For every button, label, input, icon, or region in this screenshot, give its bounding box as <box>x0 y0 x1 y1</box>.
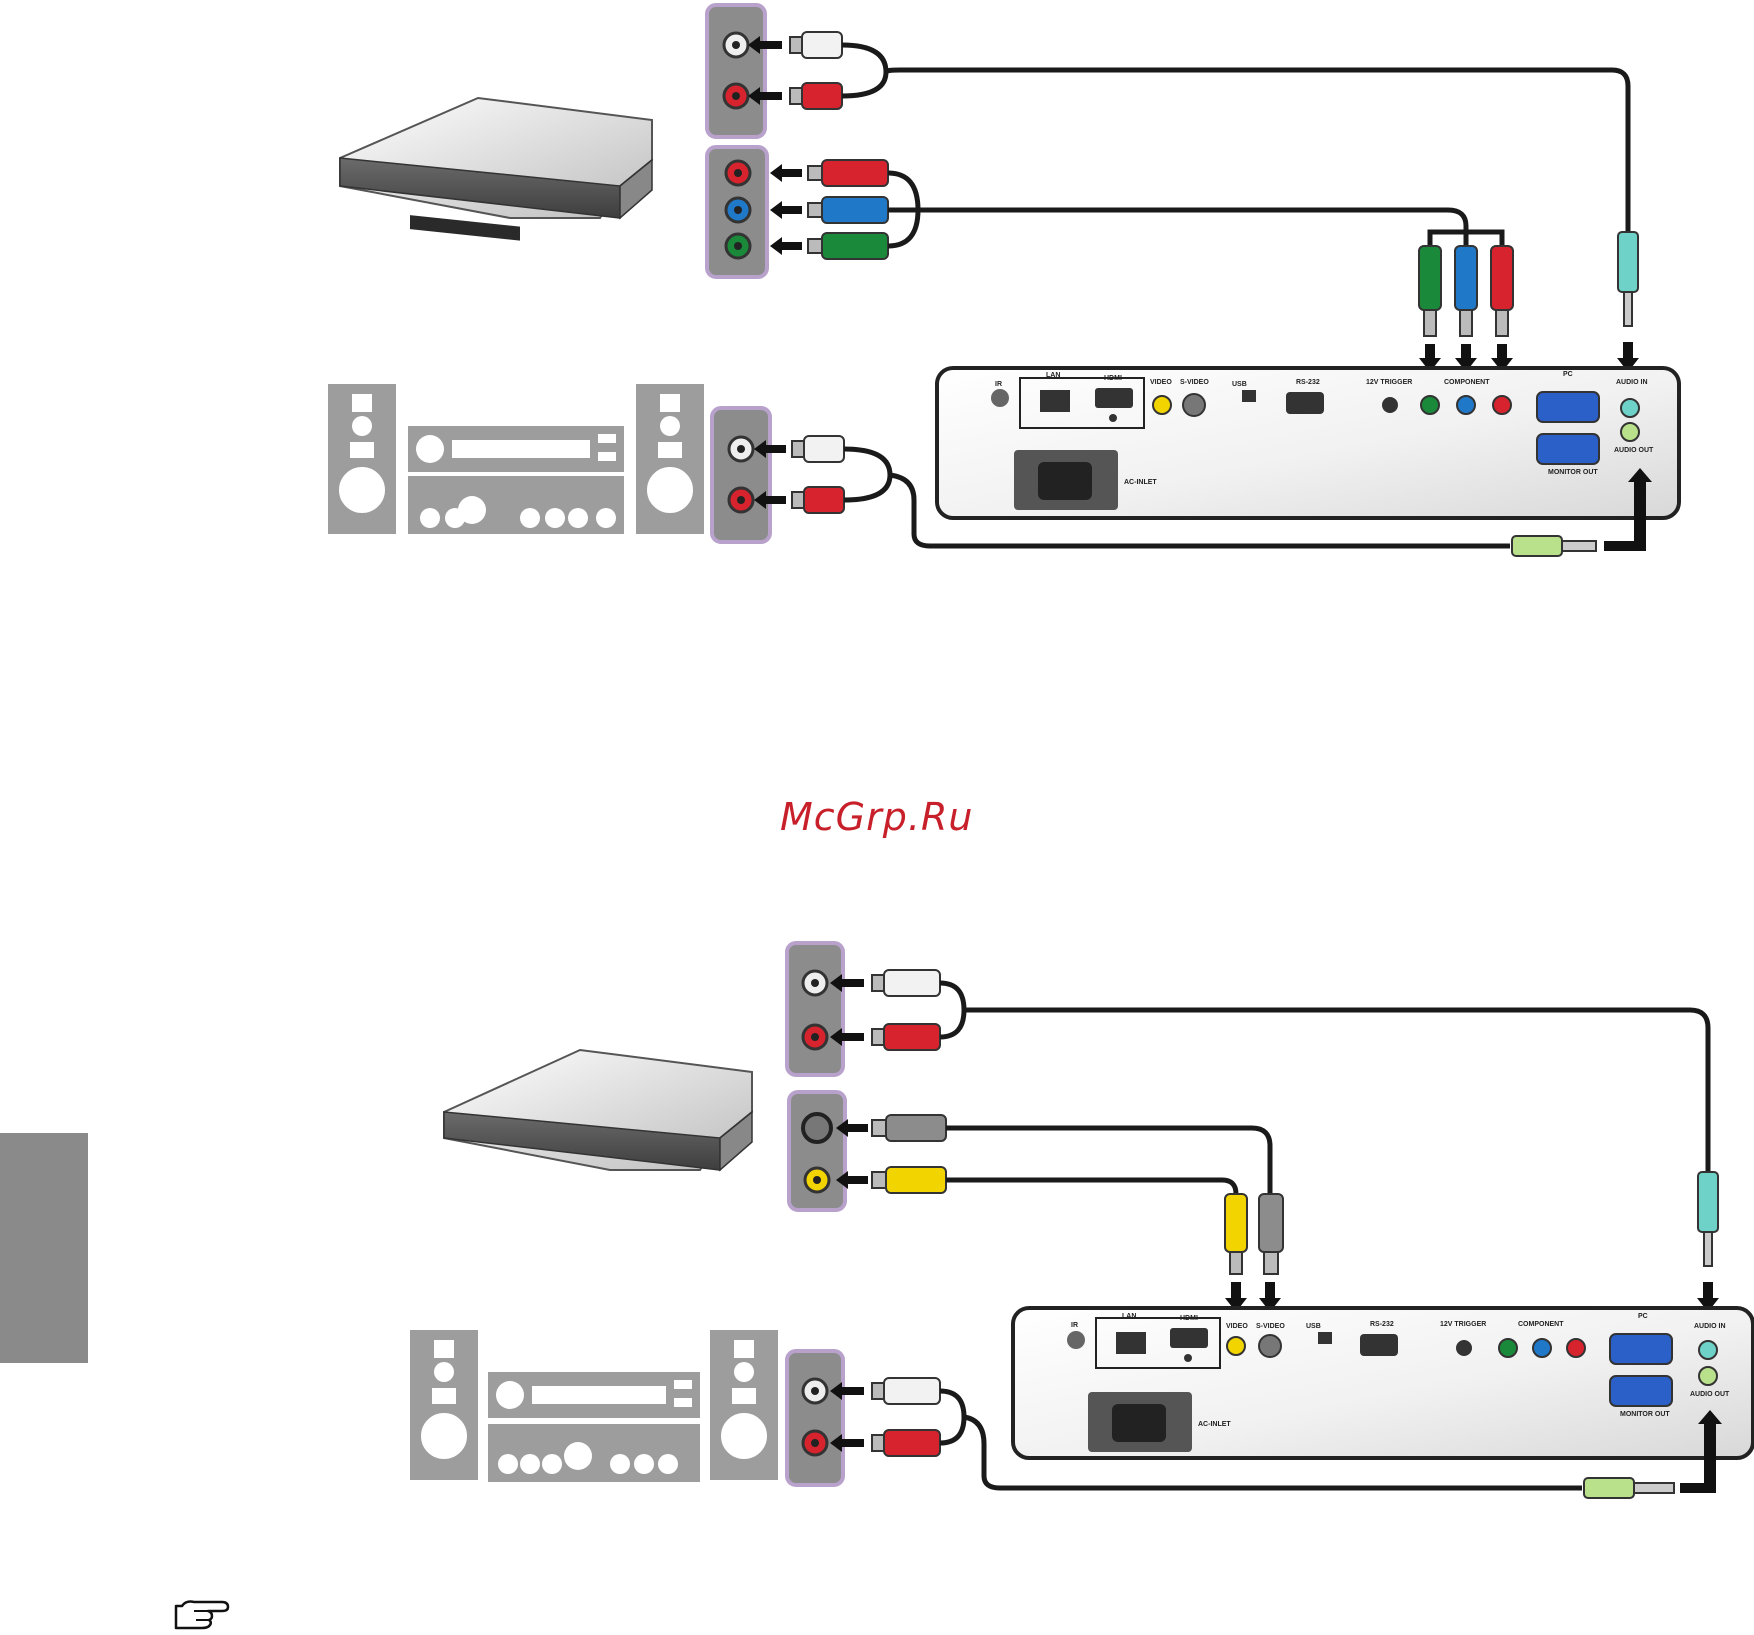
audio-in-label: AUDIO IN <box>1616 379 1648 386</box>
dvd-player-icon <box>340 98 652 241</box>
usb-label-2: USB <box>1306 1323 1321 1330</box>
svideo-label-2: S-VIDEO <box>1256 1323 1285 1330</box>
pc-label-2: PC <box>1638 1313 1648 1320</box>
hdmi-label-2: HDMI <box>1180 1315 1198 1322</box>
hand-point-icon <box>172 1598 236 1630</box>
trigger-label: 12V TRIGGER <box>1366 379 1412 386</box>
audio-out-label: AUDIO OUT <box>1614 447 1654 454</box>
component-label-2: COMPONENT <box>1518 1321 1564 1328</box>
rs232-label-2: RS-232 <box>1370 1321 1394 1328</box>
video-label-2: VIDEO <box>1226 1323 1248 1330</box>
projector2-panel: IR LAN HDMI VIDEO S-VIDEO USB RS-232 12V… <box>1013 1308 1753 1458</box>
lan-label-2: LAN <box>1122 1313 1136 1320</box>
projector-panel: IR LAN HDMI VIDEO S-VIDEO USB RS-232 12V… <box>937 368 1679 518</box>
stereo-audio-panel <box>712 408 770 542</box>
component-plugs <box>808 160 888 259</box>
stereo2-audio-panel <box>787 1351 843 1485</box>
hdmi-label: HDMI <box>1104 375 1122 382</box>
source-component-panel <box>707 147 767 277</box>
stereo-rca-plugs <box>792 436 844 513</box>
stereo-system-2-icon <box>410 1330 778 1482</box>
ir-label: IR <box>995 381 1002 388</box>
source2-video-panel <box>789 1092 845 1210</box>
trigger-label-2: 12V TRIGGER <box>1440 1321 1486 1328</box>
ac-inlet-label-2: AC-INLET <box>1198 1421 1231 1428</box>
diagram-component: IR LAN HDMI VIDEO S-VIDEO USB RS-232 12V… <box>328 5 1679 556</box>
stereo-system-icon <box>328 384 704 534</box>
stereo2-rca-plugs <box>872 1378 940 1456</box>
ir-label-2: IR <box>1071 1322 1078 1329</box>
component-label: COMPONENT <box>1444 379 1490 386</box>
pc-label: PC <box>1563 371 1573 378</box>
rs232-label: RS-232 <box>1296 379 1320 386</box>
svideo-label: S-VIDEO <box>1180 379 1209 386</box>
cables-2 <box>940 983 1708 1194</box>
projector-component-plugs <box>1419 232 1638 336</box>
watermark-text: McGrp.Ru <box>780 795 973 839</box>
source2-plugs <box>872 970 946 1193</box>
monitor-out-label-2: MONITOR OUT <box>1620 1411 1670 1418</box>
audio-out-label-2: AUDIO OUT <box>1690 1391 1730 1398</box>
cables-1 <box>842 45 1628 246</box>
audio-in-label-2: AUDIO IN <box>1694 1323 1726 1330</box>
ac-inlet-label: AC-INLET <box>1124 479 1157 486</box>
source-audio-panel <box>707 5 765 137</box>
video-label: VIDEO <box>1150 379 1172 386</box>
lan-label: LAN <box>1046 372 1060 379</box>
monitor-out-label: MONITOR OUT <box>1548 469 1598 476</box>
source2-audio-panel <box>787 943 843 1075</box>
rca-audio-plugs <box>790 32 842 109</box>
usb-label: USB <box>1232 381 1247 388</box>
side-tab <box>0 1133 88 1363</box>
dvd-player-2-icon <box>444 1050 752 1170</box>
diagram-video-svideo: IR LAN HDMI VIDEO S-VIDEO USB RS-232 12V… <box>410 943 1753 1498</box>
projector2-plugs <box>1225 1172 1718 1274</box>
